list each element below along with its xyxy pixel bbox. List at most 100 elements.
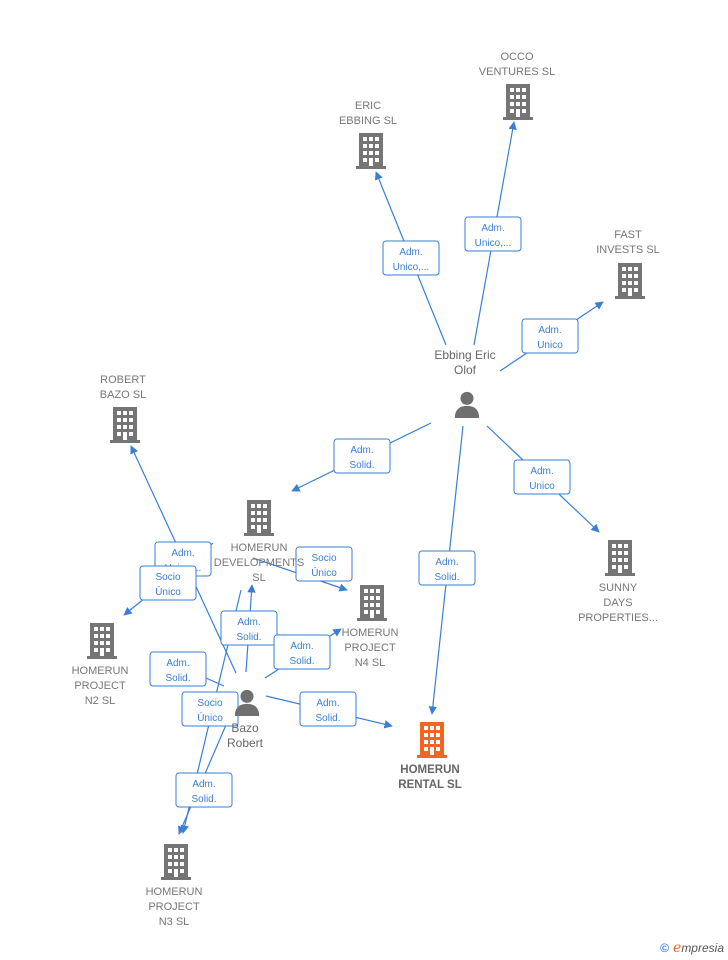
edge-label-box bbox=[220, 610, 278, 646]
company-name-line: HOMERUN bbox=[231, 542, 288, 554]
edge-label-text: Adm. bbox=[481, 223, 504, 234]
edge-label-box bbox=[175, 772, 233, 808]
person-name-line: Olof bbox=[454, 363, 477, 377]
building-icon bbox=[503, 84, 533, 120]
company-node-developments[interactable]: HOMERUN DEVELOPMENTS SL bbox=[214, 500, 304, 584]
edge-label-text: Socio bbox=[311, 553, 336, 564]
company-name-line: HOMERUN bbox=[146, 886, 203, 898]
edge-label-text: Adm. bbox=[290, 641, 313, 652]
company-name-line: HOMERUN bbox=[342, 627, 399, 639]
building-icon bbox=[87, 623, 117, 659]
edge-label-text: Adm. bbox=[538, 325, 561, 336]
person-icon bbox=[234, 689, 260, 716]
edge-label[interactable]: Adm. Unico bbox=[521, 318, 579, 354]
edge-label-text: Solid. bbox=[236, 632, 261, 643]
edge-label[interactable]: Adm. Unico,... bbox=[464, 216, 522, 252]
company-name-line: VENTURES SL bbox=[479, 66, 555, 78]
edge-label-text: Solid. bbox=[289, 656, 314, 667]
company-name-line: PROJECT bbox=[74, 680, 126, 692]
company-name-line: DEVELOPMENTS bbox=[214, 557, 304, 569]
edge-label-box bbox=[299, 691, 357, 727]
company-node-sunny[interactable]: SUNNY DAYS PROPERTIES... bbox=[578, 540, 658, 624]
edge-label-box bbox=[149, 651, 207, 687]
edges-layer: Adm.Unico,...Adm.Unico,...Adm.UnicoAdm.S… bbox=[123, 121, 604, 835]
edge-label-box bbox=[139, 565, 197, 601]
edge-label[interactable]: Adm. Unico,... bbox=[382, 240, 440, 276]
edge-label-box bbox=[464, 216, 522, 252]
company-name-line: N4 SL bbox=[355, 657, 386, 669]
person-name-line: Robert bbox=[227, 736, 264, 750]
edge-label-text: Adm. bbox=[530, 466, 553, 477]
edge-label-text: Solid. bbox=[349, 460, 374, 471]
edge-label-box bbox=[418, 550, 476, 586]
company-name-line: HOMERUN bbox=[72, 665, 129, 677]
edge-label-text: Adm. bbox=[192, 779, 215, 790]
edge-label-box bbox=[333, 438, 391, 474]
edge-label-box bbox=[295, 546, 353, 582]
copyright-icon: © bbox=[660, 941, 670, 955]
edge-label-text: Unico,... bbox=[475, 238, 512, 249]
edge-label-text: Solid. bbox=[191, 794, 216, 805]
company-node-fast[interactable]: FAST INVESTS SL bbox=[596, 229, 660, 299]
edge-label[interactable]: Adm.Solid. bbox=[149, 651, 207, 687]
empresia-brand[interactable]: ©empresia bbox=[660, 940, 724, 956]
edge-label-box bbox=[382, 240, 440, 276]
edge-label-text: Adm. bbox=[399, 247, 422, 258]
edge-label-text: Solid. bbox=[315, 713, 340, 724]
building-icon bbox=[417, 722, 447, 758]
edge-label-text: Único bbox=[155, 585, 181, 598]
edge-label[interactable]: Adm. Solid. bbox=[333, 438, 391, 474]
edge-label-text: Unico bbox=[537, 340, 563, 351]
edge-label-text: Único bbox=[197, 711, 223, 724]
edge-label-text: Adm. bbox=[237, 617, 260, 628]
building-icon bbox=[357, 585, 387, 621]
building-icon bbox=[244, 500, 274, 536]
company-name-line: PROPERTIES... bbox=[578, 612, 658, 624]
company-name-line: INVESTS SL bbox=[596, 244, 660, 256]
edge-label-box bbox=[521, 318, 579, 354]
edge-label-text: Único bbox=[311, 566, 337, 579]
company-node-occo[interactable]: OCCO VENTURES SL bbox=[479, 51, 555, 120]
edge-label[interactable]: Adm. Solid. bbox=[273, 634, 331, 670]
edge-label-text: Adm. bbox=[350, 445, 373, 456]
building-icon bbox=[605, 540, 635, 576]
company-name-line: DAYS bbox=[603, 597, 632, 609]
company-name-line: SL bbox=[252, 572, 265, 584]
company-name-line: ROBERT bbox=[100, 374, 146, 386]
company-name-line: ERIC bbox=[355, 100, 381, 112]
person-name-line: Ebbing Eric bbox=[434, 348, 495, 362]
edge-label-text: Unico,... bbox=[393, 262, 430, 273]
person-icon bbox=[454, 391, 480, 418]
company-name-line: N3 SL bbox=[159, 916, 190, 928]
edge-label[interactable]: Adm.Unico bbox=[513, 459, 571, 495]
edge-label-text: Adm. bbox=[316, 698, 339, 709]
company-node-eric[interactable]: ERIC EBBING SL bbox=[339, 100, 397, 169]
edge-label-box bbox=[513, 459, 571, 495]
company-name-line: OCCO bbox=[501, 51, 534, 63]
edge-label[interactable]: Adm.Solid. bbox=[418, 550, 476, 586]
edge-label[interactable]: Adm. Solid. bbox=[220, 610, 278, 646]
edge-label-text: Socio bbox=[197, 698, 222, 709]
edge-label-text: Solid. bbox=[434, 572, 459, 583]
building-icon bbox=[615, 263, 645, 299]
person-name-line: Bazo bbox=[231, 721, 259, 735]
edge-label[interactable]: Adm. Solid. bbox=[299, 691, 357, 727]
building-icon bbox=[110, 407, 140, 443]
edge-label-text: Socio bbox=[155, 572, 180, 583]
company-name-line: FAST bbox=[614, 229, 642, 241]
company-node-robert[interactable]: ROBERT BAZO SL bbox=[100, 374, 146, 443]
company-name-line: BAZO SL bbox=[100, 389, 146, 401]
company-name-line: SUNNY bbox=[599, 582, 638, 594]
company-name-line: EBBING SL bbox=[339, 115, 397, 127]
edge-label[interactable]: Adm. Solid. bbox=[175, 772, 233, 808]
